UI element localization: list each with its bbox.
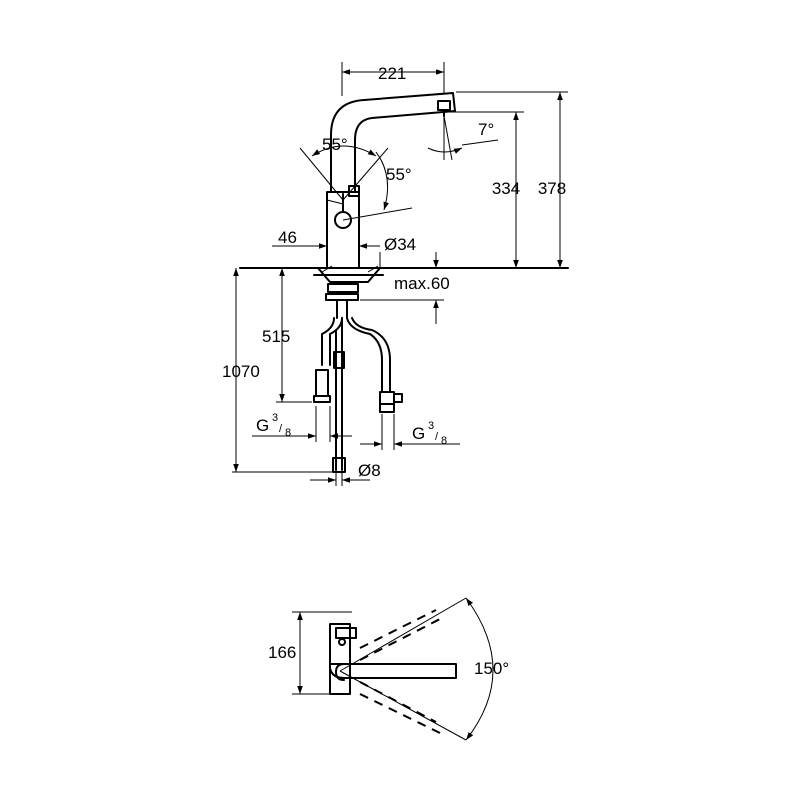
top-lever-pivot (338, 638, 346, 646)
spout-swing-lower (359, 681, 437, 723)
svg-text:8: 8 (441, 435, 447, 447)
label-tube-diameter: Ø8 (358, 461, 381, 480)
spout-swing-lower-2 (359, 693, 443, 735)
top-spout-base (335, 663, 345, 681)
label-spout-reach: 221 (378, 64, 406, 83)
svg-text:3: 3 (428, 420, 434, 432)
label-hose-total: 1070 (222, 362, 260, 381)
label-thread-right: G 3 / 8 (412, 420, 447, 447)
label-spout-angle: 7° (478, 120, 494, 139)
svg-text:8: 8 (285, 427, 291, 439)
mounting-hardware (313, 265, 384, 319)
svg-text:G: G (256, 416, 269, 435)
svg-text:/: / (435, 431, 439, 443)
faucet-top-view (292, 597, 494, 741)
label-top-depth: 166 (268, 643, 296, 662)
top-base-plate (329, 623, 351, 695)
svg-text:G: G (412, 424, 425, 443)
label-hose-short: 515 (262, 327, 290, 346)
dimension-labels: 221 7° 55° 55° 334 378 46 Ø34 max.60 515… (222, 64, 566, 678)
lever-cap (348, 185, 360, 197)
lever-hinge (326, 199, 344, 205)
label-lever-angle: 55° (386, 165, 412, 184)
label-lever-offset: 46 (278, 228, 297, 247)
dimension-lines (232, 62, 568, 486)
aerator (437, 100, 451, 111)
spout-outline (330, 92, 456, 193)
svg-text:/: / (279, 423, 283, 435)
label-deck-thickness: max.60 (394, 274, 450, 293)
top-lever (335, 627, 357, 639)
label-swivel-angle: 150° (474, 659, 509, 678)
swivel-arc (465, 597, 494, 741)
faucet-side-view (239, 92, 569, 473)
label-height-total: 378 (538, 179, 566, 198)
label-height-spout: 334 (492, 179, 520, 198)
svg-text:3: 3 (272, 412, 278, 424)
spout-swing-upper (359, 609, 437, 649)
spout-swing-upper-2 (359, 617, 443, 661)
label-tilt-angle: 55° (322, 135, 348, 154)
supply-hoses (313, 317, 403, 473)
label-body-diameter: Ø34 (384, 235, 416, 254)
label-thread-left: G 3 / 8 (256, 412, 291, 439)
